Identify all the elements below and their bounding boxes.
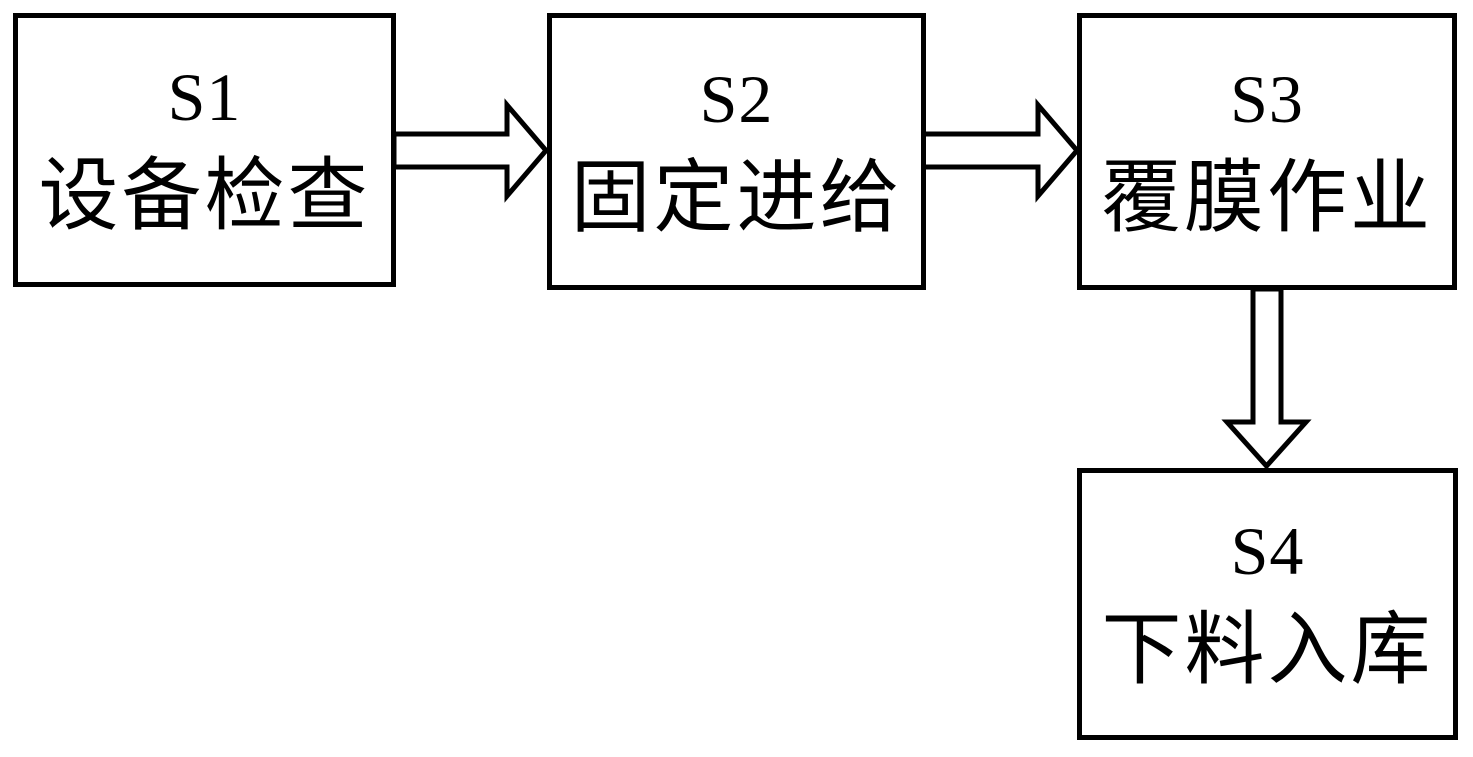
step-label-s2: 固定进给 (570, 154, 903, 243)
arrow-right-icon-s1-s2 (391, 98, 550, 203)
step-id-s4: S4 (1230, 513, 1305, 589)
step-label-s3: 覆膜作业 (1101, 154, 1433, 243)
step-id-s1: S1 (167, 59, 242, 135)
step-id-s2: S2 (699, 60, 774, 137)
step-label-s1: 设备检查 (38, 153, 371, 241)
step-box-s3: S3 覆膜作业 (1077, 13, 1457, 290)
step-box-s1: S1 设备检查 (13, 13, 396, 287)
step-box-s2: S2 固定进给 (547, 13, 926, 290)
arrow-down-icon-s3-s4 (1221, 286, 1312, 470)
arrow-right-icon-s2-s3 (920, 98, 1081, 203)
step-id-s3: S3 (1230, 60, 1304, 137)
step-label-s4: 下料入库 (1101, 607, 1434, 695)
step-box-s4: S4 下料入库 (1077, 468, 1458, 740)
